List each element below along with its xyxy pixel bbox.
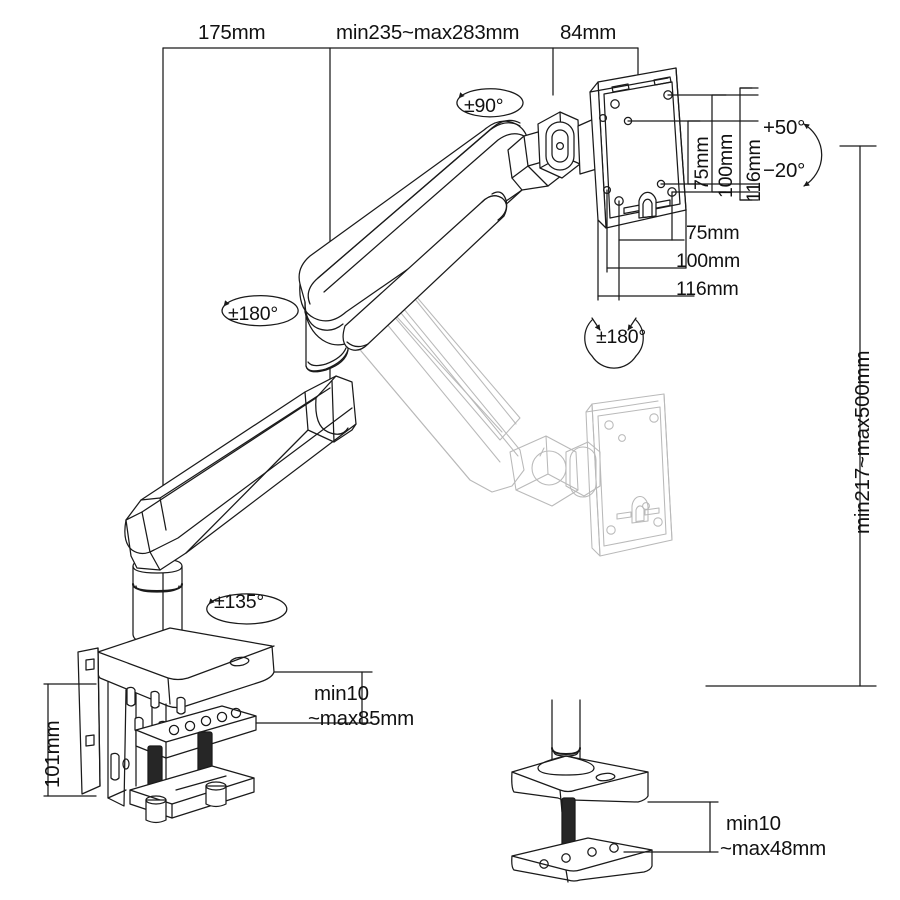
vesa-label-vertical-75mm: 75mm — [691, 136, 713, 190]
dimension-label-clamp-desk-thickness-line1: min10 — [314, 682, 369, 705]
dimension-label-clamp-desk-thickness-line2: ~max85mm — [308, 707, 415, 730]
grommet-mount-assembly — [511, 699, 653, 883]
vesa-mount-plate — [589, 67, 687, 229]
angle-label-plate-rotation: ±180° — [596, 326, 647, 348]
angle-label-tilt-down: −20° — [763, 159, 806, 182]
angle-label-base-rotation: ±135° — [214, 591, 265, 613]
rotation-arrow-ellipse-icon-180-arm — [221, 295, 299, 327]
tilt-head-knuckle — [537, 111, 601, 179]
vesa-label-vertical-116mm: 116mm — [743, 139, 765, 202]
tilt-arc-arrow-icon — [803, 123, 823, 187]
desk-clamp-assembly — [77, 627, 275, 824]
vesa-vertical-dimensions — [627, 87, 759, 201]
angle-label-head-rotation: ±90° — [464, 95, 504, 117]
angle-label-tilt-up: +50° — [763, 116, 806, 139]
dimension-label-clamp-height-101mm: 101mm — [41, 720, 64, 788]
vesa-label-horizontal-75mm: 75mm — [686, 222, 740, 244]
height-range-dimension — [705, 145, 877, 687]
lower-arm-link — [124, 375, 357, 571]
dimension-label-84mm: 84mm — [560, 21, 617, 44]
rotation-arrow-ellipse-icon-135 — [206, 593, 288, 625]
dimension-label-grommet-desk-thickness-line2: ~max48mm — [720, 837, 827, 860]
rotation-arrow-circle-icon-180-plate — [584, 317, 644, 369]
ghost-vesa-plate — [585, 393, 673, 557]
angle-label-arm-rotation: ±180° — [228, 303, 279, 325]
dimension-label-grommet-desk-thickness-line1: min10 — [726, 812, 781, 835]
dimension-label-min235-max283mm: min235~max283mm — [336, 21, 520, 44]
upper-arm-gas-spring — [298, 119, 567, 351]
vesa-label-horizontal-116mm: 116mm — [676, 278, 739, 300]
grommet-dimension-lines — [623, 801, 719, 853]
clamp-dimension-lines — [43, 671, 373, 797]
dimension-label-height-range: min217~max500mm — [851, 350, 874, 534]
rotation-arrow-ellipse-icon-90 — [456, 88, 524, 118]
vesa-horizontal-dimensions — [597, 189, 695, 301]
vesa-label-vertical-100mm: 100mm — [715, 133, 737, 198]
vesa-label-horizontal-100mm: 100mm — [676, 250, 741, 272]
dimension-label-175mm: 175mm — [198, 21, 266, 44]
top-dimension-line — [162, 47, 639, 691]
